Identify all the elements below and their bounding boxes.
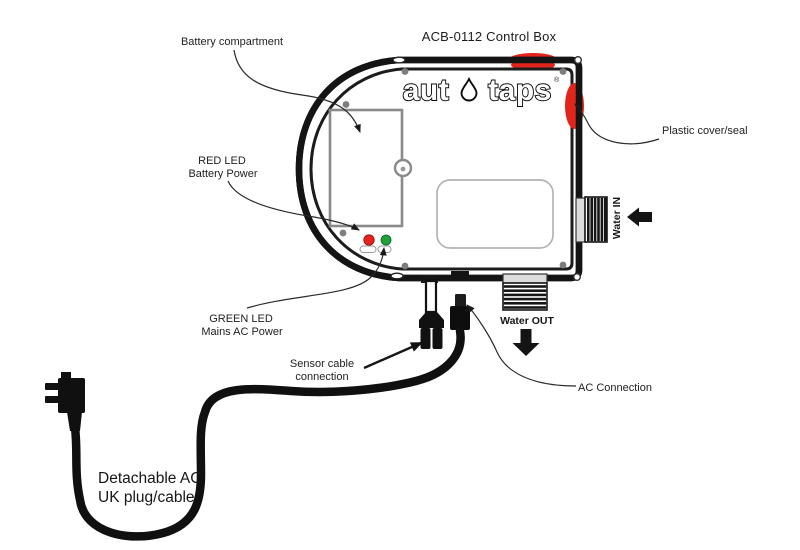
leader-red-led <box>227 180 360 231</box>
label-plastic-cover: Plastic cover/seal <box>662 125 748 137</box>
label-red-led-2: Battery Power <box>188 168 257 180</box>
screw-icon <box>342 101 350 108</box>
label-ac-connection: AC Connection <box>578 382 652 394</box>
faceplate-screws <box>339 68 567 270</box>
corner-screw-top-icon <box>574 56 583 65</box>
label-red-led-1: RED LED <box>198 155 246 167</box>
plug-pin <box>45 396 59 403</box>
outer-casing-border <box>295 56 583 282</box>
hinge-oval-bottom-icon <box>390 272 404 280</box>
water-out-arrow-shaft <box>520 329 532 343</box>
battery-compartment <box>328 108 413 228</box>
diagram-title: ACB-0112 Control Box <box>422 29 557 44</box>
water-out-collar <box>502 273 548 284</box>
plug-body <box>58 378 85 413</box>
water-out-ribs <box>503 285 547 309</box>
sensor-stem <box>424 279 438 314</box>
label-sensor-2: connection <box>295 371 348 383</box>
screw-icon <box>559 261 567 269</box>
screw-icon <box>401 262 409 270</box>
leader-lines <box>227 49 660 387</box>
control-box: aut taps ® <box>295 53 584 282</box>
water-in-ribs <box>587 197 607 242</box>
plug-tab <box>61 372 71 380</box>
logo-text-left: aut <box>403 74 450 107</box>
battery-compartment-lid <box>328 108 404 228</box>
sensor-port <box>421 275 438 283</box>
screw-icon <box>339 229 347 237</box>
led-tag-green <box>377 245 392 253</box>
logo-text-right: taps <box>488 74 552 107</box>
lid-notch-screw-icon <box>400 166 406 172</box>
screw-icon <box>401 68 409 75</box>
uk-plug <box>45 372 85 431</box>
label-sensor-1: Sensor cable <box>290 358 354 370</box>
sensor-plug-body <box>419 312 444 328</box>
water-in-arrow-icon <box>627 207 639 227</box>
leader-plastic-cover <box>574 103 660 145</box>
leader-sensor <box>363 341 423 370</box>
sensor-plug-pin <box>420 328 431 349</box>
label-plug-2: UK plug/cable <box>98 489 195 506</box>
droplet-icon <box>460 76 478 102</box>
leader-battery <box>233 49 361 133</box>
label-water-in: Water IN <box>611 197 623 239</box>
autotaps-logo: aut taps ® <box>402 73 560 108</box>
label-plug-1: Detachable AC <box>98 470 201 487</box>
water-out-connector <box>502 273 548 356</box>
label-green-led-1: GREEN LED <box>209 313 273 325</box>
water-out-arrow-icon <box>512 343 540 356</box>
ac-inlet <box>451 271 469 281</box>
label-recess <box>436 179 554 249</box>
plug-neck <box>67 412 82 431</box>
water-in-connector <box>575 196 652 243</box>
led-tag-red <box>359 245 377 253</box>
sensor-cable-connector <box>419 275 444 349</box>
power-cable <box>70 326 465 541</box>
corner-screw-bottom-icon <box>573 273 582 282</box>
label-battery-compartment: Battery compartment <box>181 36 283 48</box>
registered-mark: ® <box>554 76 560 84</box>
hinge-oval-top-icon <box>392 56 406 64</box>
plug-pin <box>45 383 59 390</box>
label-green-led-2: Mains AC Power <box>201 326 283 338</box>
green-led-icon <box>380 234 392 246</box>
ac-connector-tip <box>455 294 466 308</box>
red-led-icon <box>363 234 375 246</box>
screw-icon <box>559 68 567 75</box>
water-in-collar <box>575 197 586 243</box>
leader-ac <box>466 304 577 387</box>
label-water-out: Water OUT <box>500 315 554 327</box>
leader-green-led <box>246 247 387 309</box>
sensor-plug-pin <box>432 328 443 349</box>
ac-power-assembly <box>45 271 470 541</box>
ac-connector-body <box>450 306 470 330</box>
callout-labels: ACB-0112 Control Box Battery compartment… <box>98 29 748 506</box>
water-in-arrow-shaft <box>639 212 652 222</box>
